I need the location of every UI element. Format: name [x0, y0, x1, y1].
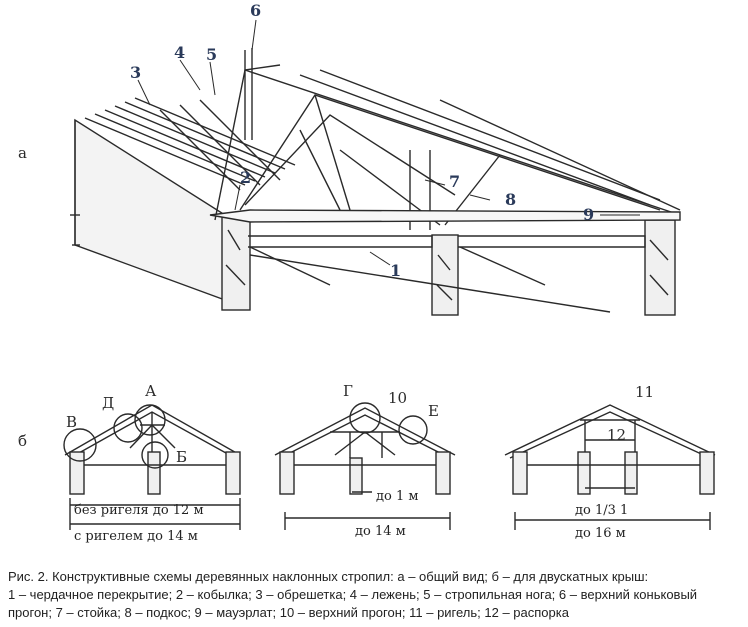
number-12: 12: [607, 426, 626, 444]
part-b-label: б: [18, 432, 27, 450]
circle-label-a: А: [145, 382, 157, 400]
number-5: 5: [206, 45, 217, 64]
general-view-drawing: [70, 48, 681, 316]
circle-label-e: Е: [428, 402, 439, 420]
circle-label-v: В: [66, 413, 77, 431]
number-10: 10: [388, 389, 407, 407]
circle-label-g: Г: [343, 382, 353, 400]
caption-line-3: прогон; 7 – стойка; 8 – подкос; 9 – мауэ…: [8, 605, 569, 620]
number-3: 3: [130, 63, 141, 82]
dim-up-to-third: до 1/3 1: [575, 503, 628, 518]
leader-lines: [137, 19, 640, 266]
dim-up-to-16m: до 16 м: [575, 526, 626, 541]
labels: а б 6 4 5 3 2 7 8 9 1 В Д А Б Г Е 10 11 …: [18, 1, 654, 544]
dim-with-beam: с ригелем до 14 м: [74, 529, 198, 544]
number-4: 4: [174, 43, 185, 62]
roof-diagram: а б 6 4 5 3 2 7 8 9 1 В Д А Б Г Е 10 11 …: [18, 1, 716, 544]
number-1: 1: [390, 261, 401, 280]
part-a-label: а: [18, 144, 27, 162]
dim-without-beam: без ригеля до 12 м: [74, 503, 204, 518]
number-7: 7: [449, 172, 460, 191]
number-6: 6: [250, 1, 261, 20]
scheme-2: [274, 402, 456, 530]
number-11: 11: [635, 383, 654, 401]
scheme-3: [504, 404, 716, 530]
scheme-1: [63, 404, 241, 530]
caption-line-2: 1 – чердачное перекрытие; 2 – кобылка; 3…: [8, 587, 698, 602]
number-9: 9: [583, 205, 594, 224]
caption-line-1: Рис. 2. Конструктивные схемы деревянных …: [8, 569, 649, 584]
figure-caption: Рис. 2. Конструктивные схемы деревянных …: [8, 568, 744, 622]
number-2: 2: [240, 168, 251, 187]
circle-label-d: Д: [102, 394, 114, 412]
number-8: 8: [505, 190, 516, 209]
dim-up-to-1m: до 1 м: [376, 489, 418, 504]
dim-up-to-14m: до 14 м: [355, 524, 406, 539]
circle-label-b: Б: [176, 448, 187, 466]
